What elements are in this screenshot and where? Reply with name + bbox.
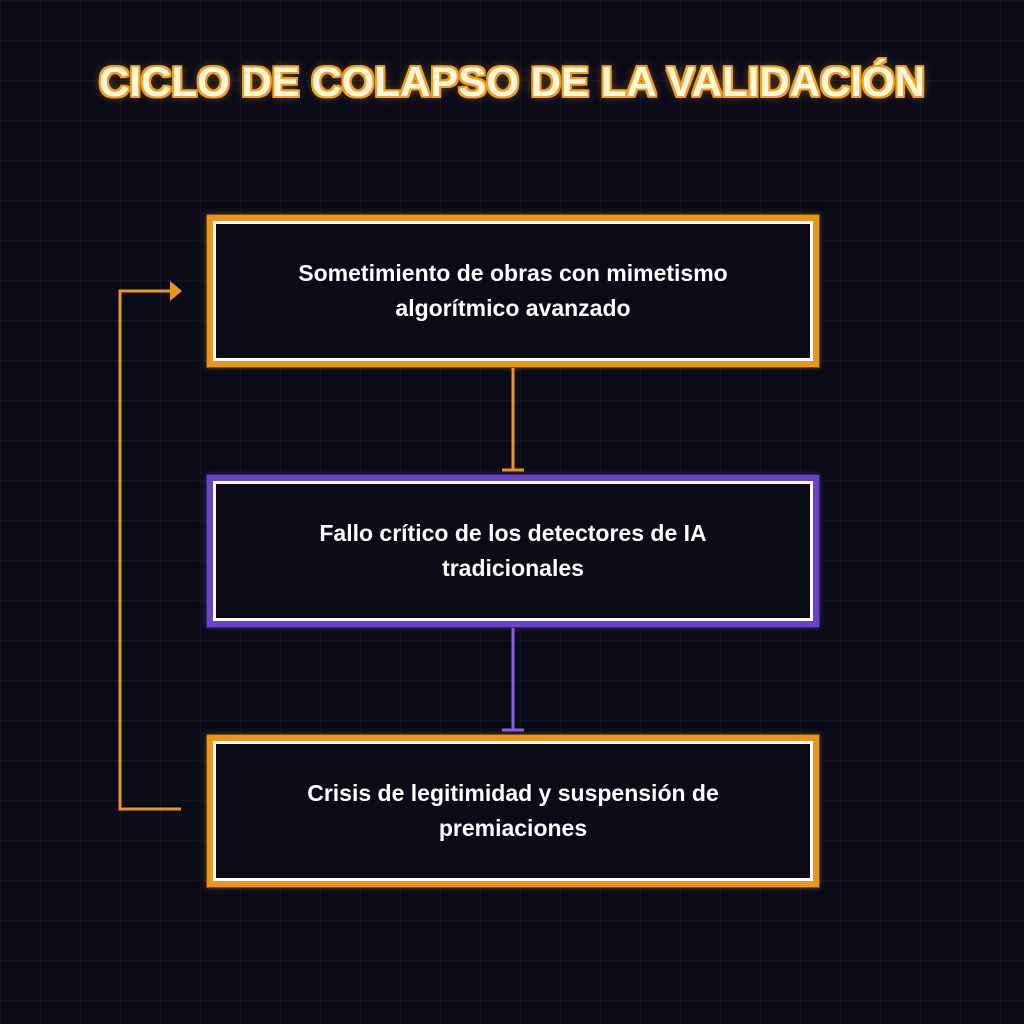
node-detector-failure: Fallo crítico de los detectores de IA tr… [207, 475, 819, 627]
loop-back-arrow [118, 289, 181, 811]
node-label: Crisis de legitimidad y suspensión de pr… [307, 780, 719, 841]
diagram-title: CICLO DE COLAPSO DE LA VALIDACIÓN [98, 58, 925, 105]
loop-back-arrowhead [170, 281, 182, 301]
node-submission: Sometimiento de obras con mimetismo algo… [207, 215, 819, 367]
node-label: Sometimiento de obras con mimetismo algo… [298, 260, 728, 321]
node-label: Fallo crítico de los detectores de IA tr… [319, 520, 707, 581]
node-legitimacy-crisis: Crisis de legitimidad y suspensión de pr… [207, 735, 819, 887]
